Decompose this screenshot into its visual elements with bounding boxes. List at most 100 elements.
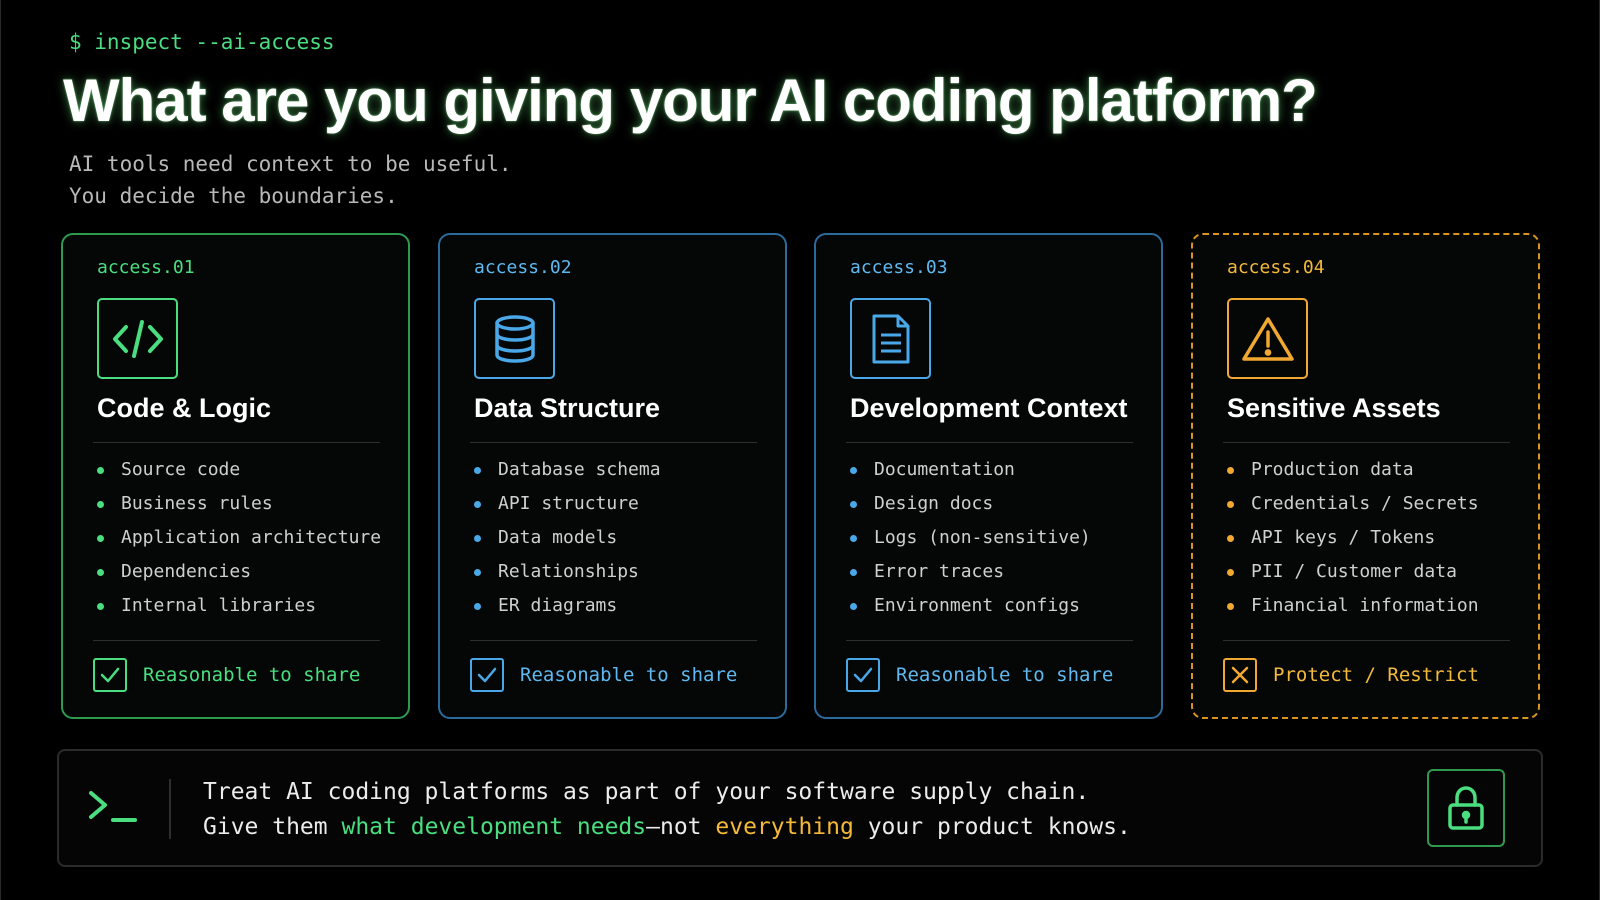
list-item-label: Error traces (874, 561, 1005, 582)
checkmark-icon (846, 658, 880, 692)
bullet-icon (1227, 500, 1234, 508)
bullet-icon (1227, 602, 1234, 610)
card-title: Sensitive Assets (1227, 393, 1441, 423)
verdict-label: Reasonable to share (143, 664, 361, 686)
bullet-icon (1227, 466, 1234, 474)
banner-line-2: Give them what development needs—not eve… (203, 810, 1131, 845)
card-code: access.01 (97, 257, 195, 278)
command-prompt: $ inspect --ai-access (69, 30, 335, 54)
card-development-context: access.03 Development Context Documentat… (814, 233, 1163, 719)
verdict-label: Reasonable to share (896, 664, 1114, 686)
card-title: Development Context (850, 393, 1128, 423)
card-code: access.04 (1227, 257, 1325, 278)
card-code: access.02 (474, 257, 572, 278)
divider (93, 442, 380, 443)
supply-chain-banner: Treat AI coding platforms as part of you… (57, 749, 1543, 867)
list-item-label: Logs (non-sensitive) (874, 527, 1091, 548)
bullet-icon (850, 466, 857, 474)
code-brackets-icon (97, 298, 178, 379)
bullet-icon (1227, 534, 1234, 542)
list-item-label: Relationships (498, 561, 639, 582)
highlight-development-needs: what development needs (341, 814, 647, 840)
list-item-label: ER diagrams (498, 595, 618, 616)
verdict-label: Reasonable to share (520, 664, 738, 686)
banner-text-segment: Give them (203, 814, 342, 840)
list-item: Data models (474, 521, 661, 555)
list-item-label: Internal libraries (121, 595, 317, 616)
checkmark-icon (93, 658, 127, 692)
list-item: API structure (474, 487, 661, 521)
verdict-label: Protect / Restrict (1273, 664, 1479, 686)
banner-text-segment: your product knows. (853, 814, 1131, 840)
item-list: Source code Business rules Application a… (97, 453, 381, 623)
subtitle: AI tools need context to be useful. You … (69, 148, 512, 212)
divider (846, 640, 1133, 641)
list-item: PII / Customer data (1227, 555, 1479, 589)
divider (470, 640, 757, 641)
x-mark-icon (1223, 658, 1257, 692)
list-item: ER diagrams (474, 589, 661, 623)
bullet-icon (474, 568, 481, 576)
bullet-icon (1227, 568, 1234, 576)
divider (1223, 442, 1510, 443)
verdict: Reasonable to share (93, 658, 360, 692)
list-item: Design docs (850, 487, 1091, 521)
list-item-label: Environment configs (874, 595, 1080, 616)
bullet-icon (850, 602, 857, 610)
bullet-icon (474, 466, 481, 474)
list-item-label: Business rules (121, 493, 273, 514)
list-item: API keys / Tokens (1227, 521, 1479, 555)
banner-line-1: Treat AI coding platforms as part of you… (203, 779, 1090, 805)
list-item-label: Financial information (1251, 595, 1479, 616)
list-item-label: Credentials / Secrets (1251, 493, 1479, 514)
lock-icon (1427, 769, 1505, 847)
item-list: Database schema API structure Data model… (474, 453, 661, 623)
card-data-structure: access.02 Data Structure Database schema… (438, 233, 787, 719)
list-item-label: Application architecture (121, 527, 382, 548)
list-item: Financial information (1227, 589, 1479, 623)
list-item: Business rules (97, 487, 381, 521)
bullet-icon (850, 534, 857, 542)
document-icon (850, 298, 931, 379)
divider (846, 442, 1133, 443)
list-item-label: Source code (121, 459, 241, 480)
card-code-logic: access.01 Code & Logic Source code Busin… (61, 233, 410, 719)
card-title: Code & Logic (97, 393, 271, 423)
bullet-icon (97, 500, 104, 508)
banner-text-segment: —not (646, 814, 716, 840)
list-item-label: Design docs (874, 493, 994, 514)
divider (470, 442, 757, 443)
database-icon (474, 298, 555, 379)
list-item-label: API keys / Tokens (1251, 527, 1436, 548)
list-item: Credentials / Secrets (1227, 487, 1479, 521)
checkmark-icon (470, 658, 504, 692)
list-item-label: PII / Customer data (1251, 561, 1457, 582)
highlight-everything: everything (715, 814, 854, 840)
list-item: Source code (97, 453, 381, 487)
subtitle-line: You decide the boundaries. (69, 184, 398, 208)
list-item-label: API structure (498, 493, 639, 514)
list-item-label: Data models (498, 527, 618, 548)
banner-divider (169, 779, 171, 839)
list-item: Relationships (474, 555, 661, 589)
list-item: Application architecture (97, 521, 381, 555)
divider (93, 640, 380, 641)
bullet-icon (850, 500, 857, 508)
bullet-icon (474, 500, 481, 508)
list-item: Database schema (474, 453, 661, 487)
list-item-label: Production data (1251, 459, 1414, 480)
list-item: Error traces (850, 555, 1091, 589)
verdict: Protect / Restrict (1223, 658, 1479, 692)
card-code: access.03 (850, 257, 948, 278)
list-item: Production data (1227, 453, 1479, 487)
card-sensitive-assets: access.04 Sensitive Assets Production da… (1191, 233, 1540, 719)
list-item: Internal libraries (97, 589, 381, 623)
divider (1223, 640, 1510, 641)
list-item-label: Database schema (498, 459, 661, 480)
terminal-prompt-icon (87, 787, 139, 827)
card-title: Data Structure (474, 393, 661, 423)
bullet-icon (474, 602, 481, 610)
list-item: Documentation (850, 453, 1091, 487)
bullet-icon (97, 602, 104, 610)
